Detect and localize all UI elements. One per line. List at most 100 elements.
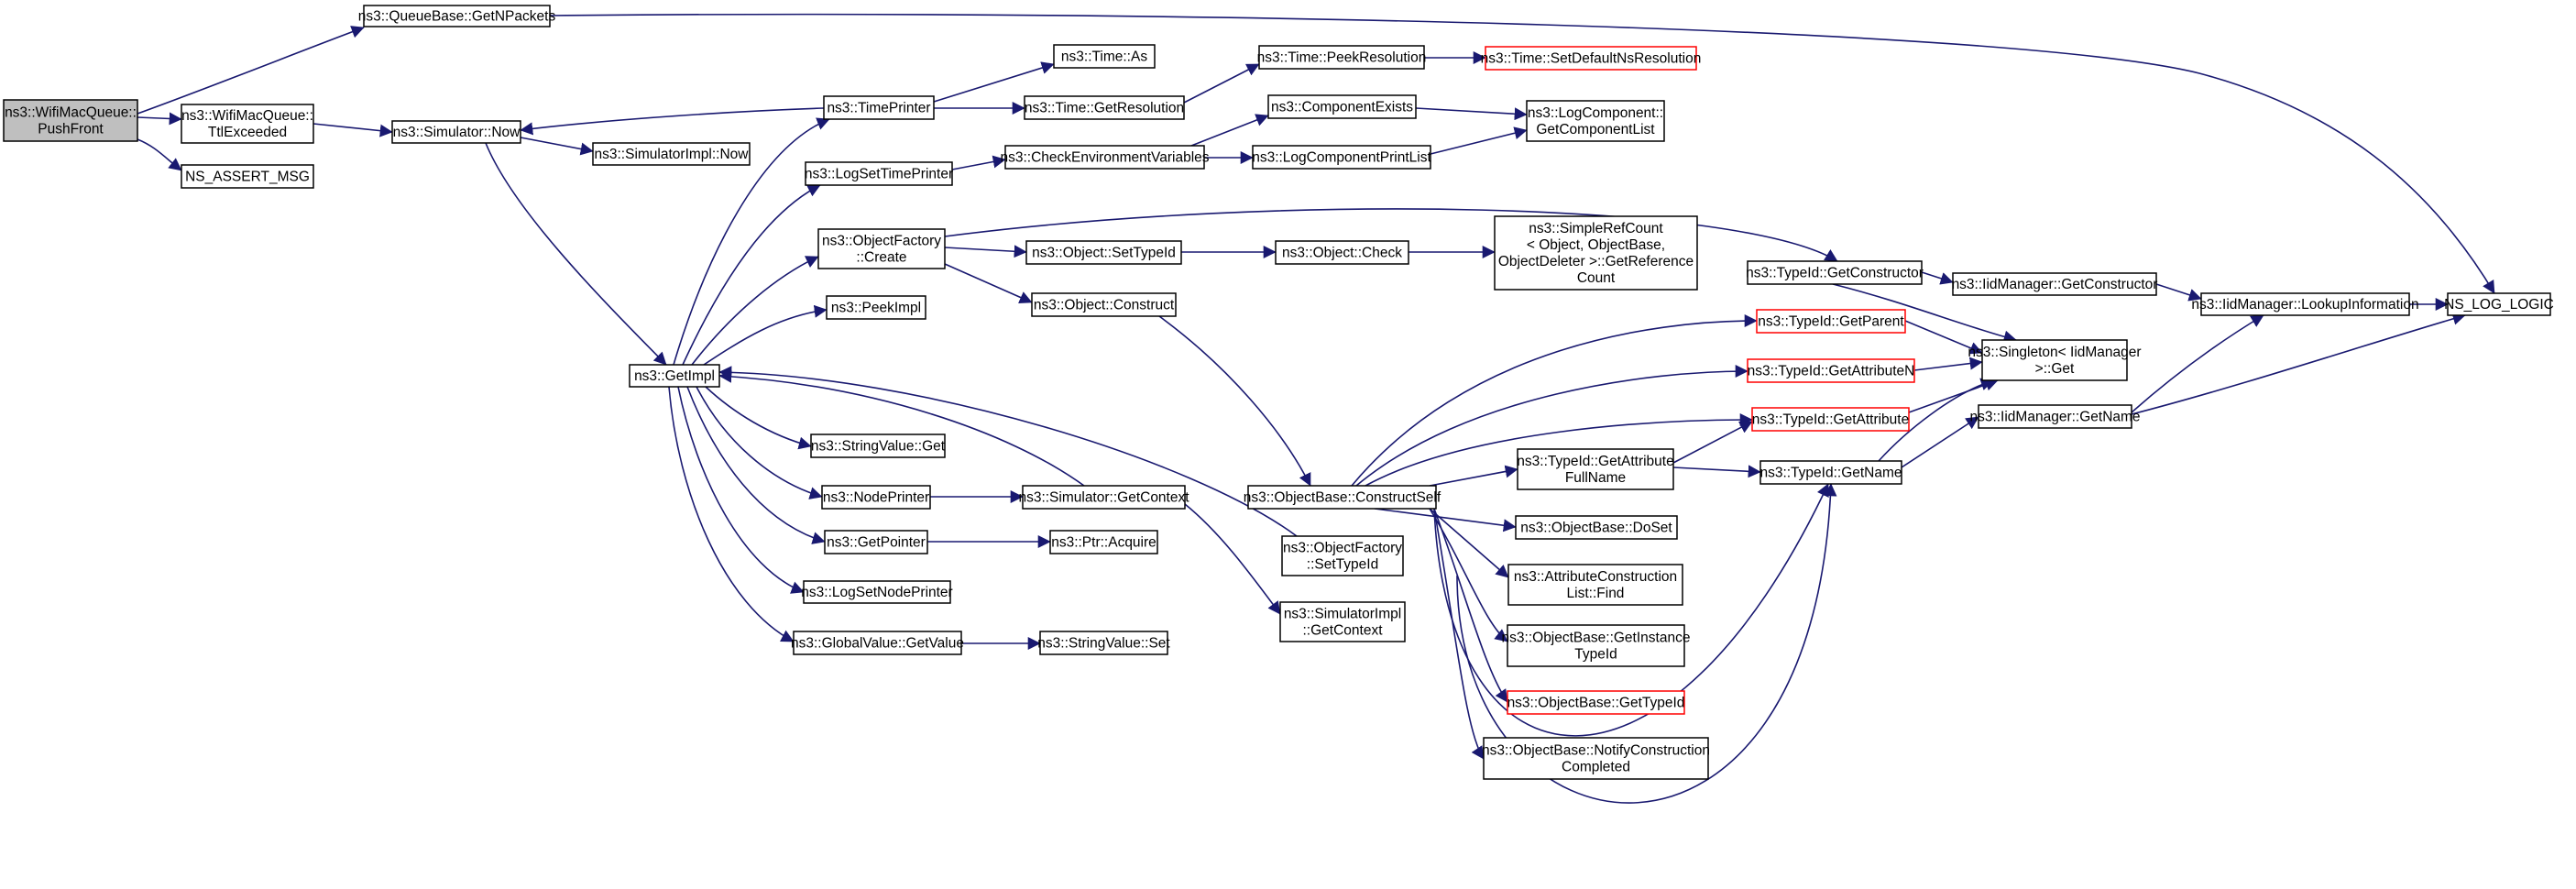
node-checkenvvars[interactable]: ns3::CheckEnvironmentVariables: [1000, 145, 1210, 170]
call-edge: [1365, 413, 1753, 487]
node-objectbase-doset[interactable]: ns3::ObjectBase::DoSet: [1515, 515, 1678, 540]
node-label: ns3::WifiMacQueue::: [181, 108, 313, 124]
node-simulatorimpl-getcontext[interactable]: ns3::SimulatorImpl::GetContext: [1279, 601, 1406, 642]
node-componentexists[interactable]: ns3::ComponentExists: [1267, 94, 1417, 119]
node-typeid-getparent[interactable]: ns3::TypeId::GetParent: [1756, 309, 1906, 334]
node-iidmanager-getconstructor[interactable]: ns3::IidManager::GetConstructor: [1952, 272, 2158, 296]
node-label: ns3::SimulatorImpl: [1284, 607, 1401, 622]
node-label: ns3::IidManager::GetName: [1969, 410, 2140, 425]
node-label: ns3::IidManager::LookupInformation: [2191, 297, 2418, 313]
node-simulator-getcontext[interactable]: ns3::Simulator::GetContext: [1018, 485, 1189, 510]
node-box: [1981, 339, 2128, 381]
node-label: ns3::Simulator::GetContext: [1018, 490, 1189, 506]
call-edge: [944, 263, 1033, 304]
call-edge: [1351, 314, 1758, 487]
node-box: [1507, 564, 1683, 606]
node-label: ns3::LogComponentPrintList: [1252, 150, 1431, 166]
node-objectbase-gettypeid[interactable]: ns3::ObjectBase::GetTypeId: [1507, 690, 1685, 715]
node-wifi-ttlexceeded[interactable]: ns3::WifiMacQueue::TtlExceeded: [181, 104, 314, 144]
call-edge: [682, 184, 821, 366]
node-label: ns3::ObjectBase::GetInstance: [1502, 631, 1691, 646]
node-stringvalue-set[interactable]: ns3::StringValue::Set: [1037, 631, 1170, 655]
node-objectfactory-settypeid[interactable]: ns3::ObjectFactory::SetTypeId: [1281, 535, 1404, 576]
node-globalvalue-getvalue[interactable]: ns3::GlobalValue::GetValue: [791, 631, 964, 655]
node-label: Completed: [1562, 760, 1630, 775]
node-iidmanager-lookupinformation[interactable]: ns3::IidManager::LookupInformation: [2191, 292, 2419, 316]
node-box: [3, 99, 138, 142]
node-logsettimeprinter[interactable]: ns3::LogSetTimePrinter: [805, 161, 953, 186]
node-time-getresolution[interactable]: ns3::Time::GetResolution: [1024, 95, 1185, 120]
node-logsetnodeprinter[interactable]: ns3::LogSetNodePrinter: [801, 580, 953, 604]
node-typeid-getattribute[interactable]: ns3::TypeId::GetAttribute: [1751, 407, 1910, 432]
call-edge: [485, 142, 667, 366]
call-edge: [1184, 503, 1281, 615]
call-edge: [1672, 421, 1753, 464]
node-peekimpl[interactable]: ns3::PeekImpl: [826, 295, 926, 320]
node-label: GetComponentList: [1536, 122, 1655, 137]
node-box: [1252, 145, 1431, 170]
node-label: ns3::Time::SetDefaultNsResolution: [1481, 51, 1702, 67]
node-label: TtlExceeded: [208, 125, 287, 140]
node-label: >::Get: [2035, 361, 2075, 377]
node-objectfactory-create[interactable]: ns3::ObjectFactory::Create: [817, 228, 946, 269]
node-getpointer[interactable]: ns3::GetPointer: [824, 530, 928, 554]
node-queuebase-getnpackets[interactable]: ns3::QueueBase::GetNPackets: [358, 5, 556, 27]
call-edge: [520, 107, 825, 136]
node-object-construct[interactable]: ns3::Object::Construct: [1031, 292, 1177, 317]
node-typeid-getconstructor[interactable]: ns3::TypeId::GetConstructor: [1746, 260, 1924, 285]
call-edge: [1429, 508, 1509, 578]
node-object-settypeid[interactable]: ns3::Object::SetTypeId: [1025, 240, 1182, 265]
node-label: NS_LOG_LOGIC: [2444, 297, 2554, 313]
node-iidmanager-getname[interactable]: ns3::IidManager::GetName: [1969, 404, 2141, 429]
node-box: [823, 95, 935, 120]
node-logcomponent-getcomponentlist[interactable]: ns3::LogComponent::GetComponentList: [1526, 100, 1665, 142]
node-object-check[interactable]: ns3::Object::Check: [1275, 240, 1409, 265]
node-box: [1756, 309, 1906, 334]
node-simulatorimpl-now[interactable]: ns3::SimulatorImpl::Now: [592, 142, 751, 166]
node-simplerefcount[interactable]: ns3::SimpleRefCount< Object, ObjectBase,…: [1494, 215, 1698, 291]
node-box: [363, 5, 551, 27]
node-time-as[interactable]: ns3::Time::As: [1053, 44, 1156, 69]
node-getimpl[interactable]: ns3::GetImpl: [629, 364, 720, 388]
node-wifi-pushfront[interactable]: ns3::WifiMacQueue::PushFront: [3, 99, 138, 142]
node-simulator-now[interactable]: ns3::Simulator::Now: [391, 120, 521, 144]
node-label: ObjectDeleter >::GetReference: [1498, 254, 1694, 269]
node-label: ns3::Simulator::Now: [393, 125, 521, 140]
node-label: ns3::GlobalValue::GetValue: [791, 636, 964, 652]
node-time-peekresolution[interactable]: ns3::Time::PeekResolution: [1257, 45, 1427, 70]
node-label: ns3::GetPointer: [827, 535, 926, 551]
call-edge: [312, 123, 393, 137]
node-time-setdefaultnsresolution[interactable]: ns3::Time::SetDefaultNsResolution: [1481, 46, 1702, 71]
call-edge: [137, 26, 365, 115]
node-ns-log-logic[interactable]: NS_LOG_LOGIC: [2444, 292, 2554, 316]
call-edge: [944, 245, 1027, 258]
node-ptr-acquire[interactable]: ns3::Ptr::Acquire: [1049, 530, 1158, 554]
node-typeid-getattributen[interactable]: ns3::TypeId::GetAttributeN: [1747, 358, 1915, 383]
node-objectbase-constructself[interactable]: ns3::ObjectBase::ConstructSelf: [1244, 485, 1441, 510]
node-box: [1031, 292, 1177, 317]
node-label: ns3::StringValue::Get: [811, 439, 946, 455]
call-edge: [705, 386, 812, 450]
node-label: ns3::GetImpl: [634, 368, 715, 384]
node-label: ns3::TypeId::GetName: [1759, 466, 1902, 481]
node-box: [592, 142, 751, 166]
node-box: [805, 161, 953, 186]
node-timeprinter[interactable]: ns3::TimePrinter: [823, 95, 935, 120]
node-typeid-getname[interactable]: ns3::TypeId::GetName: [1759, 460, 1902, 485]
call-edge: [137, 112, 182, 126]
node-ns-assert-msg[interactable]: NS_ASSERT_MSG: [181, 164, 314, 189]
node-nodeprinter[interactable]: ns3::NodePrinter: [821, 485, 931, 510]
node-box: [1517, 448, 1674, 490]
node-singleton-get[interactable]: ns3::Singleton< IidManager>::Get: [1968, 339, 2142, 381]
node-stringvalue-get[interactable]: ns3::StringValue::Get: [810, 434, 946, 458]
node-box: [1507, 690, 1685, 715]
node-box: [1751, 407, 1910, 432]
node-objectbase-notifyconstructioncompleted[interactable]: ns3::ObjectBase::NotifyConstructionCompl…: [1482, 737, 1710, 780]
node-label: ns3::ObjectBase::DoSet: [1520, 521, 1672, 536]
call-edge: [1913, 357, 1983, 371]
node-logcomponentprintlist[interactable]: ns3::LogComponentPrintList: [1252, 145, 1431, 170]
